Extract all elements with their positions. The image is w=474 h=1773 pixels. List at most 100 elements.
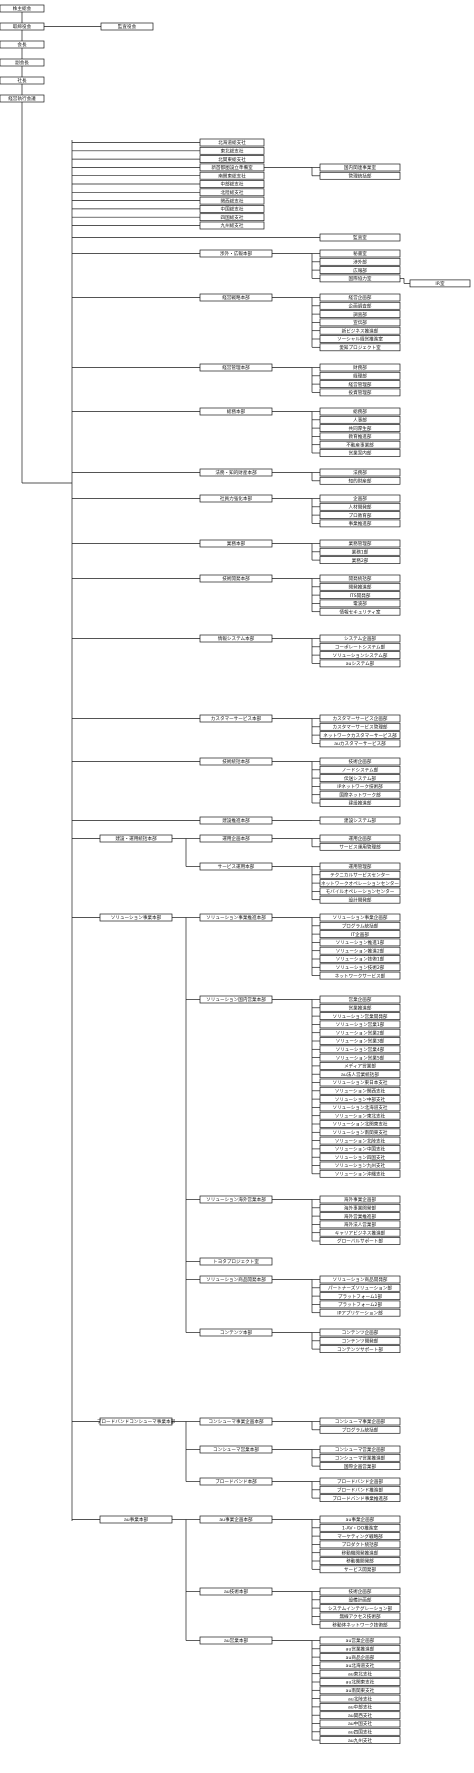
org-unit-label: 建設システム部 — [344, 817, 376, 824]
org-unit-label: プログラム統括部 — [342, 923, 379, 930]
sub-division-box: サービス運用本部 — [199, 862, 273, 871]
division-box: 総務本部 — [199, 407, 273, 416]
regional-office-box: 新首都圏設立準備室 — [199, 163, 265, 172]
org-unit-box: ソリューション推進1部 — [319, 938, 401, 947]
org-unit-label: 南関東総支社 — [218, 172, 246, 179]
sub-division-box: ソリューション事業推進本部 — [199, 913, 273, 922]
org-unit-box: パートナーズソリューション部 — [319, 1283, 401, 1292]
org-unit-label: パートナーズソリューション部 — [328, 1285, 392, 1292]
org-unit-box: ソリューション沖縄支社 — [319, 1169, 401, 1178]
org-unit-label: ソリューション商品開発部 — [332, 1276, 387, 1283]
org-unit-box: ネットワークサービス部 — [319, 971, 401, 980]
org-unit-box: ノードシステム部 — [319, 765, 401, 774]
org-unit-box: 投資管理部 — [319, 388, 401, 397]
org-unit-box: 企画調査部 — [319, 301, 401, 310]
org-unit-label: au法人営業統括部 — [341, 1071, 379, 1078]
org-unit-box: 移動機開発部 — [319, 1557, 401, 1565]
org-unit-label: ソリューション営業5部 — [336, 1054, 385, 1061]
org-unit-label: 国際ネットワーク部 — [339, 791, 381, 798]
org-unit-label: プロ教育部 — [349, 512, 372, 519]
org-unit-label: ソリューション営業2部 — [336, 1029, 385, 1036]
org-unit-box: 設備計画部 — [319, 1595, 401, 1604]
org-unit-label: 営業案内部 — [349, 450, 372, 457]
org-unit-label: 技術統括本部 — [222, 758, 250, 765]
org-unit-box: ソーシャル経営推進室 — [319, 335, 401, 343]
org-unit-label: 北海道総支社 — [218, 139, 246, 146]
regional-office-box: 九州総支社 — [199, 221, 265, 230]
org-unit-label: ソリューション国内営業本部 — [206, 996, 266, 1003]
org-unit-label: 不動産事業部 — [346, 441, 374, 448]
division-box: 法務・知的財産本部 — [199, 468, 273, 477]
org-unit-box: 国際企画営業部 — [319, 1462, 401, 1470]
org-unit-box: ブロードバンド企画部 — [319, 1477, 401, 1486]
org-unit-label: 移動体ネットワーク技術部 — [332, 1621, 388, 1628]
org-unit-box: 新ビジネス推進部 — [319, 326, 401, 335]
org-unit-box: 建設推進部 — [319, 799, 401, 807]
org-unit-box: 経営管理部 — [319, 380, 401, 388]
org-unit-box: au北陸支社 — [319, 1694, 401, 1703]
org-unit-label: ソリューション四国支社 — [335, 1154, 386, 1161]
org-unit-label: 中国総支社 — [221, 206, 244, 213]
org-unit-label: 調査部 — [353, 311, 367, 318]
org-unit-box: 財務部 — [319, 363, 401, 372]
sub-division-box: ソリューション海外営業本部 — [199, 1195, 273, 1204]
org-unit-box: au中部支社 — [319, 1703, 401, 1711]
org-unit-box: 管理統括部 — [319, 171, 401, 180]
sub-division-box: コンシューマ事業企画本部 — [199, 1417, 273, 1426]
org-unit-label: ソリューション中部支社 — [335, 1096, 386, 1103]
org-unit-label: サービス運用管理部 — [339, 844, 381, 851]
org-unit-label: ソリューション推進1部 — [336, 939, 385, 946]
org-unit-label: ソリューション営業1部 — [336, 1021, 385, 1028]
org-unit-label: 海外事業開発部 — [344, 1205, 377, 1212]
org-unit-label: コンシューマ事業企画本部 — [208, 1418, 264, 1425]
org-unit-box: au事業企画部 — [319, 1515, 401, 1524]
org-unit-box: 移動体ネットワーク技術部 — [319, 1620, 401, 1629]
org-unit-label: ブロードバンド企画部 — [337, 1478, 384, 1485]
org-unit-label: ソリューション北陸支社 — [335, 1137, 386, 1144]
org-unit-label: IR室 — [435, 280, 445, 287]
org-unit-label: 企画部 — [353, 495, 367, 502]
org-unit-label: ソリューション技術2部 — [336, 964, 385, 971]
org-unit-label: au事業企画部 — [346, 1516, 375, 1523]
org-unit-label: 北関東総支社 — [218, 156, 246, 163]
org-unit-label: 社員力強化本部 — [220, 495, 253, 502]
org-unit-label: プラットフォーム2部 — [338, 1301, 383, 1308]
org-unit-box: グローバルサポート部 — [319, 1237, 401, 1245]
org-unit-label: ブロードバンドコンシューマ事業本部 — [97, 1418, 176, 1425]
org-unit-label: ソリューション事業本部 — [111, 914, 162, 921]
org-unit-label: 業務2部 — [352, 557, 369, 564]
org-unit-box: ソリューション北海道支社 — [319, 1103, 401, 1112]
org-unit-label: 設計開発部 — [349, 896, 372, 903]
org-unit-label: コンテンツ開発部 — [342, 1338, 379, 1345]
org-unit-label: 事業推進部 — [349, 520, 372, 527]
org-unit-box: 知的財産部 — [319, 476, 401, 485]
org-unit-box: 広報部 — [319, 266, 401, 274]
org-unit-label: 業務1部 — [352, 549, 369, 556]
org-unit-box: IPネットワーク技術部 — [319, 782, 401, 791]
org-unit-box: ネットワークオペレーションセンター — [319, 879, 401, 887]
org-unit-box: 無線アクセス技術部 — [319, 1612, 401, 1621]
org-unit-box: au中国支社 — [319, 1719, 401, 1728]
org-unit-label: 開発推進部 — [349, 584, 372, 591]
org-unit-box: ソリューション北関東支社 — [319, 1120, 401, 1128]
org-unit-box: 1-AV・DO推進室 — [319, 1523, 401, 1532]
org-unit-label: 技術企画部 — [349, 1588, 372, 1595]
org-unit-label: ソリューション営業3部 — [336, 1038, 385, 1045]
org-unit-box: ソリューション営業5部 — [319, 1053, 401, 1062]
org-unit-label: 管理統括部 — [349, 173, 372, 180]
org-unit-label: 海外営業推進部 — [344, 1213, 377, 1220]
org-unit-box: IT企画部 — [319, 930, 401, 938]
org-unit-label: 株主総会 — [13, 5, 32, 12]
org-unit-label: 開発統括部 — [349, 575, 372, 582]
org-unit-label: au事業本部 — [124, 1516, 149, 1523]
org-unit-box: 教育推進部 — [319, 432, 401, 441]
org-unit-box: 共同厚生部 — [319, 424, 401, 432]
org-unit-label: 海外法人営業部 — [344, 1221, 377, 1228]
org-unit-box: 総務部 — [319, 407, 401, 416]
org-unit-box: 事業推進部 — [319, 519, 401, 528]
org-unit-box: プログラム統括部 — [319, 1425, 401, 1434]
org-unit-label: モバイルオペレーションセンター — [326, 888, 395, 895]
org-unit-label: 人材開発部 — [349, 504, 372, 511]
org-unit-box: コンテンツ企画部 — [319, 1328, 401, 1337]
org-unit-label: コンシューマ事業企画部 — [335, 1418, 386, 1425]
